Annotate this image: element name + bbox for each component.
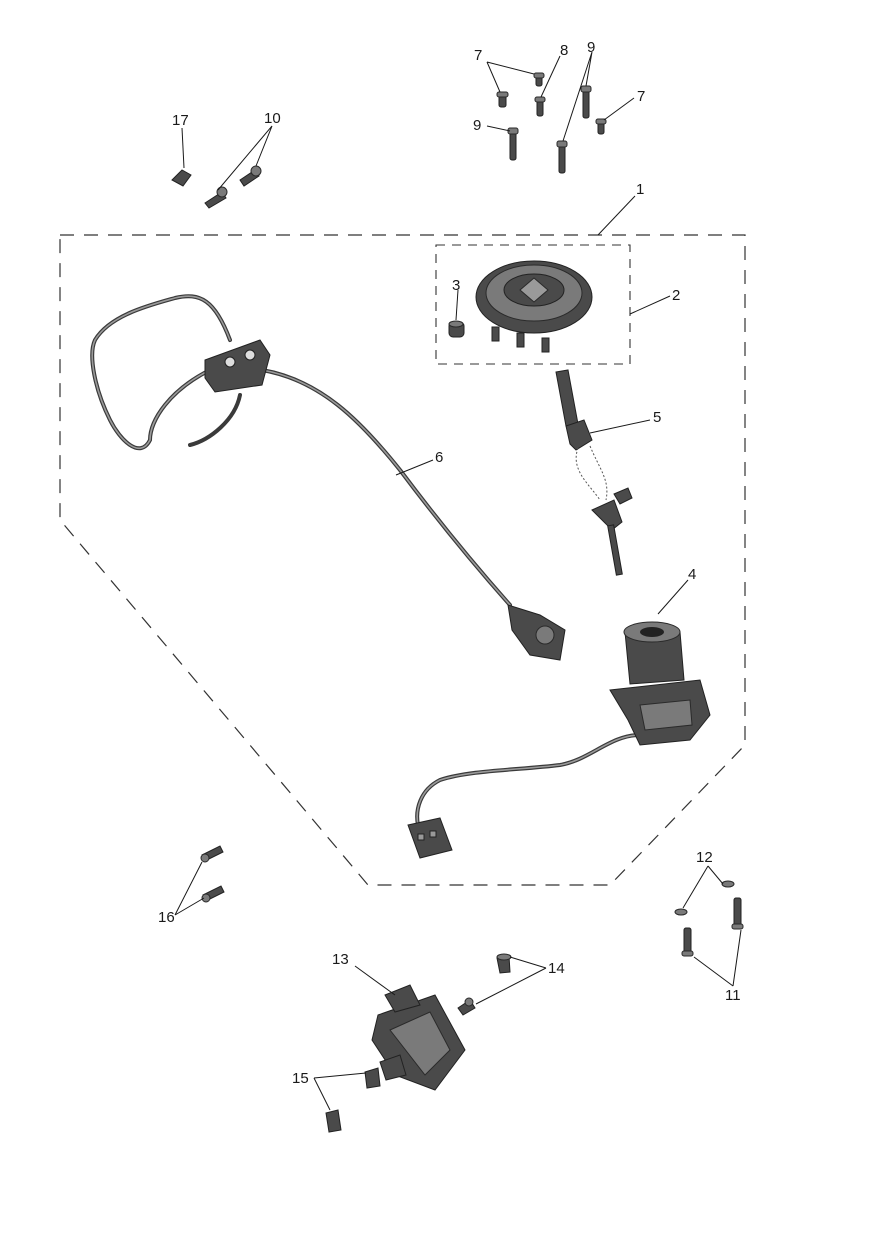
callout-10: 10	[264, 110, 281, 127]
callout-15: 15	[292, 1070, 309, 1087]
callout-8: 8	[560, 42, 568, 59]
control-module-13	[371, 984, 466, 1091]
ignition-switch-4	[407, 621, 711, 859]
screw-10-b	[239, 165, 262, 187]
screw-7-a	[496, 91, 509, 108]
bolt-11-a	[731, 897, 744, 930]
callout-16: 16	[158, 909, 175, 926]
screw-7-c	[595, 118, 607, 135]
callout-5: 5	[653, 409, 661, 426]
callout-13: 13	[332, 951, 349, 968]
callout-17: 17	[172, 112, 189, 129]
screw-8	[534, 96, 546, 117]
grommet-3	[448, 320, 465, 338]
key-barrel-5	[555, 369, 633, 576]
bolt-9-b	[507, 127, 519, 161]
callout-12: 12	[696, 849, 713, 866]
screw-16-a	[200, 845, 224, 863]
callout-6: 6	[435, 449, 443, 466]
callout-7-right: 7	[637, 88, 645, 105]
washer-12-b	[721, 880, 735, 888]
screw-14-a	[496, 953, 512, 974]
bolt-11-b	[681, 927, 694, 957]
screw-10-a	[204, 186, 228, 209]
assembly-boundary	[59, 234, 746, 886]
callout-1: 1	[636, 181, 644, 198]
callout-14: 14	[548, 960, 565, 977]
clip-15-a	[364, 1067, 381, 1089]
bolt-9-c	[556, 140, 568, 174]
callout-7-top: 7	[474, 47, 482, 64]
callout-3: 3	[452, 277, 460, 294]
fuel-filler-cap	[475, 260, 593, 353]
bolt-9-a	[580, 85, 592, 119]
leader-lines	[174, 51, 742, 1111]
screw-7-b	[533, 72, 545, 87]
washer-12-a	[674, 908, 688, 916]
callout-2: 2	[672, 287, 680, 304]
screw-16-b	[201, 885, 225, 903]
callout-9-left: 9	[473, 117, 481, 134]
callout-9-top: 9	[587, 39, 595, 56]
fuel-cap-subassembly-boundary	[435, 244, 631, 365]
immobiliser-harness-6	[90, 294, 566, 661]
clip-15-b	[325, 1109, 342, 1133]
callout-4: 4	[688, 566, 696, 583]
screw-14-b	[457, 997, 476, 1016]
callout-11: 11	[725, 987, 741, 1004]
clip-17	[171, 169, 192, 187]
